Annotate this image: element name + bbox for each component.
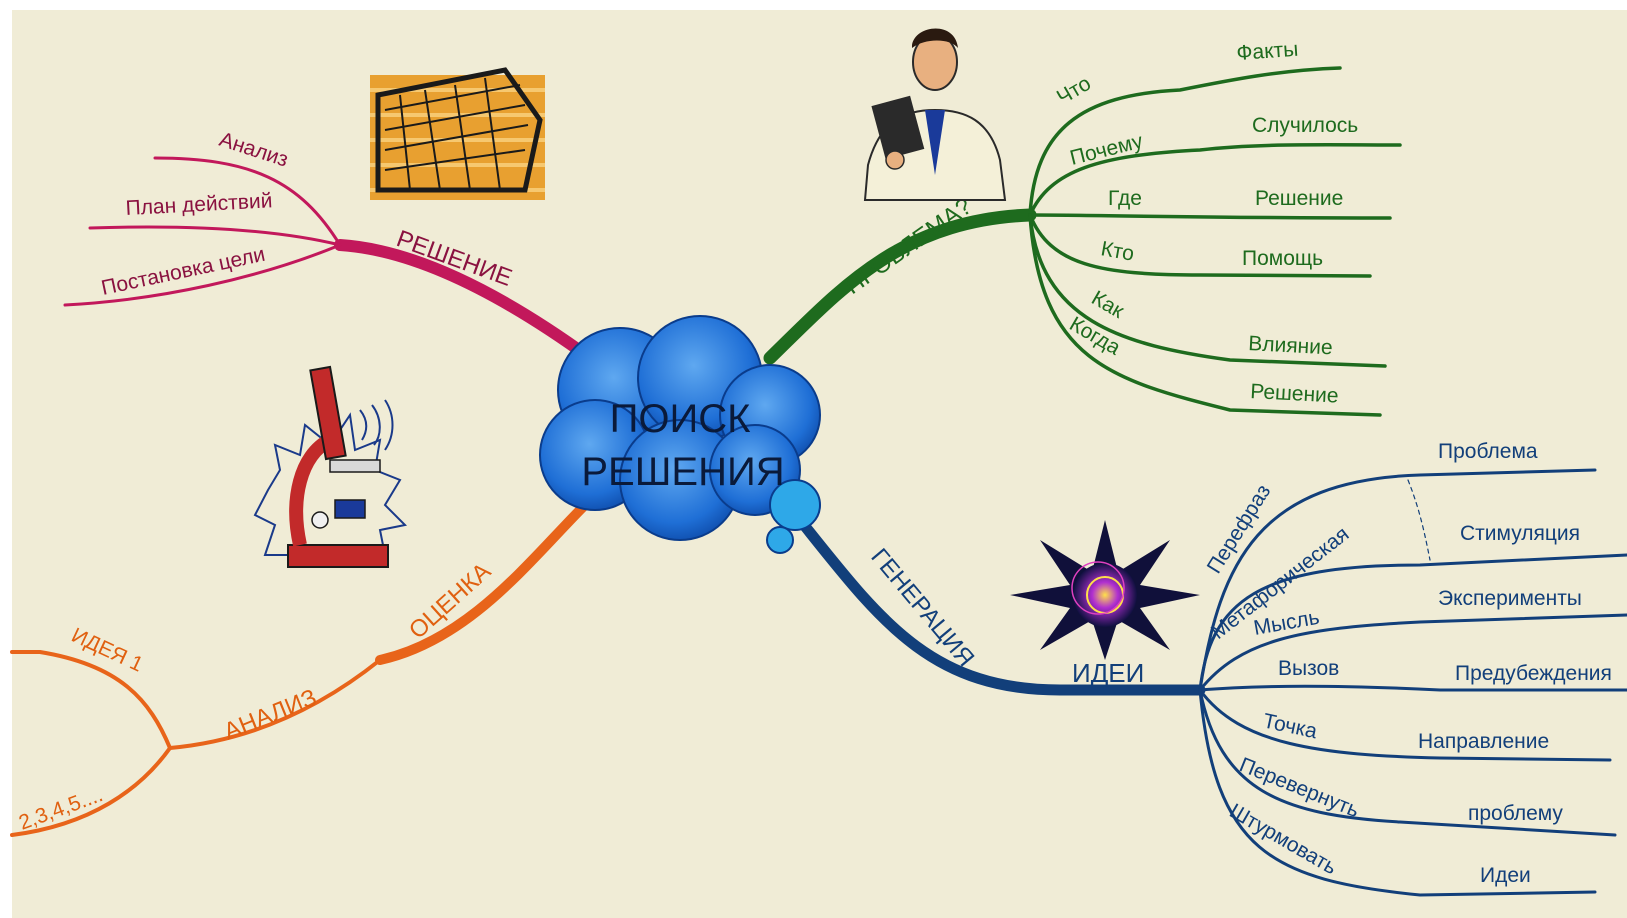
result-ideas: Идеи xyxy=(1480,864,1531,887)
answer-solution: Решение xyxy=(1255,187,1343,210)
method-challenge: Вызов xyxy=(1278,657,1339,680)
microscope-icon xyxy=(253,365,408,568)
problem-branch xyxy=(763,66,1402,417)
result-the-problem: проблему xyxy=(1468,802,1563,825)
question-who: Кто xyxy=(1099,237,1136,265)
result-problem: Проблема xyxy=(1438,440,1538,463)
result-prejudices: Предубеждения xyxy=(1455,662,1612,685)
result-direction: Направление xyxy=(1418,730,1549,753)
answer-facts: Факты xyxy=(1236,38,1299,65)
answer-help: Помощь xyxy=(1242,247,1323,270)
soccer-goal-icon xyxy=(370,67,545,200)
question-where: Где xyxy=(1108,187,1142,210)
answer-influence: Влияние xyxy=(1248,332,1333,359)
starburst-idea-icon xyxy=(1010,520,1200,660)
background xyxy=(12,10,1627,918)
solution-branch xyxy=(63,156,596,364)
center-cloud: ПОИСК РЕШЕНИЯ xyxy=(539,315,821,554)
problem-answers: Факты Случилось Решение Помощь Влияние Р… xyxy=(1236,38,1359,408)
answer-solution-2: Решение xyxy=(1250,380,1339,408)
result-stimulation: Стимуляция xyxy=(1460,522,1580,545)
evaluation-branch xyxy=(10,500,590,837)
generation-branch xyxy=(794,468,1627,897)
answer-happened: Случилось xyxy=(1252,114,1358,137)
center-title-line1: ПОИСК xyxy=(610,397,752,441)
ideas-label: ИДЕИ xyxy=(1072,658,1144,688)
businessman-icon xyxy=(863,28,1007,201)
generation-results: Проблема Стимуляция Эксперименты Предубе… xyxy=(1418,440,1612,887)
result-experiments: Эксперименты xyxy=(1438,587,1582,610)
center-title-line2: РЕШЕНИЯ xyxy=(581,450,784,494)
